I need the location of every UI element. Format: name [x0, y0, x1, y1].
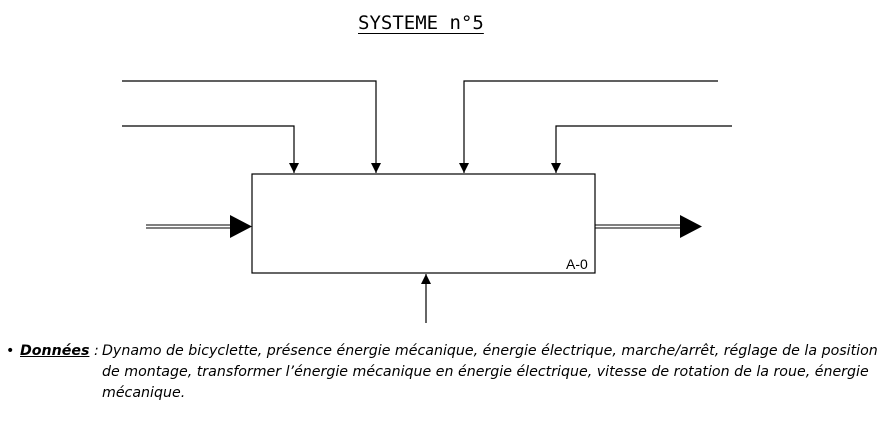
data-separator: :	[94, 343, 99, 359]
data-text: Dynamo de bicyclette, présence énergie m…	[102, 343, 878, 401]
data-label: Données	[20, 343, 90, 359]
bullet: •	[6, 343, 15, 359]
control-arrow-1	[122, 125, 299, 173]
input-arrow	[146, 215, 252, 238]
control-arrow-4	[551, 125, 732, 173]
control-arrow-3	[459, 80, 718, 173]
control-arrow-2	[122, 80, 381, 173]
output-arrow	[595, 215, 702, 238]
activity-box	[251, 173, 596, 274]
box-label: A-0	[566, 256, 588, 272]
diagram-title: SYSTEME n°5	[358, 12, 484, 34]
